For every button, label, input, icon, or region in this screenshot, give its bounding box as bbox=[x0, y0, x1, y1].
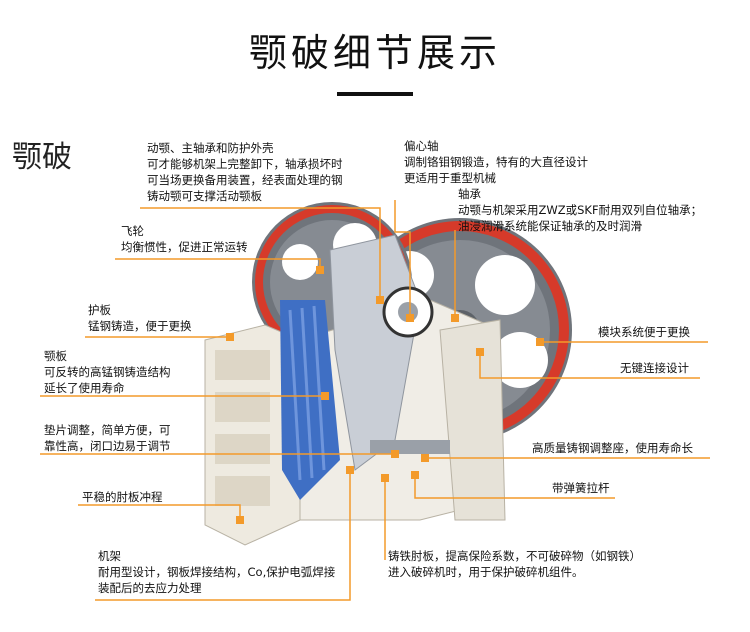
callout-guard-plate-text: 锰钢铸造，便于更换 bbox=[88, 319, 192, 333]
callout-shim-adjust: 垫片调整，简单方便，可 靠性高，闭口边易于调节 bbox=[44, 422, 171, 454]
callout-frame-title: 机架 bbox=[98, 549, 121, 563]
marker-adjust-seat bbox=[421, 454, 429, 462]
callout-flywheel: 飞轮 均衡惯性，促进正常运转 bbox=[121, 223, 248, 255]
callout-frame: 机架 耐用型设计，钢板焊接结构，Co,保护电弧焊接 装配后的去应力处理 bbox=[98, 548, 335, 596]
callout-moving-jaw: 动颚、主轴承和防护外壳 可才能够机架上完整卸下，轴承损坏时 可当场更换备用装置，… bbox=[147, 140, 343, 204]
marker-bearing bbox=[451, 314, 459, 322]
marker-toggle-plate bbox=[381, 474, 389, 482]
callout-moving-jaw-text: 动颚、主轴承和防护外壳 可才能够机架上完整卸下，轴承损坏时 可当场更换备用装置，… bbox=[147, 141, 343, 203]
marker-module bbox=[536, 338, 544, 346]
callout-frame-text: 耐用型设计，钢板焊接结构，Co,保护电弧焊接 装配后的去应力处理 bbox=[98, 565, 336, 595]
callout-module-system: 模块系统便于更换 bbox=[598, 324, 690, 340]
callout-adjust-seat: 高质量铸钢调整座，使用寿命长 bbox=[532, 440, 693, 456]
page-title: 颚破细节展示 bbox=[248, 31, 501, 75]
callout-eccentric-shaft: 偏心轴 调制铬钼钢锻造，特有的大直径设计 更适用于重型机械 bbox=[404, 138, 588, 186]
section-label: 颚破 bbox=[12, 140, 72, 175]
leader-lines bbox=[40, 200, 710, 601]
callout-eccentric-shaft-text: 调制铬钼钢锻造，特有的大直径设计 更适用于重型机械 bbox=[404, 155, 588, 185]
callout-adjust-seat-text: 高质量铸钢调整座，使用寿命长 bbox=[532, 441, 693, 455]
callout-eccentric-shaft-title: 偏心轴 bbox=[404, 139, 439, 153]
callout-module-system-text: 模块系统便于更换 bbox=[598, 325, 690, 339]
callout-jaw-plate-text: 可反转的高锰钢铸造结构 延长了使用寿命 bbox=[44, 365, 171, 395]
callout-guard-plate: 护板 锰钢铸造，便于更换 bbox=[88, 302, 192, 334]
marker-moving-jaw bbox=[376, 296, 384, 304]
marker-shim bbox=[391, 450, 399, 458]
callout-bearing-text: 动颚与机架采用ZWZ或SKF耐用双列自位轴承； 油浸润滑系统能保证轴承的及时润滑 bbox=[458, 203, 703, 233]
jaw-plate bbox=[280, 300, 340, 500]
callout-jaw-plate-title: 颚板 bbox=[44, 349, 67, 363]
callout-bearing: 轴承 动颚与机架采用ZWZ或SKF耐用双列自位轴承； 油浸润滑系统能保证轴承的及… bbox=[458, 186, 702, 234]
marker-toggle-stroke bbox=[236, 516, 244, 524]
callout-cast-iron-toggle-text: 铸铁肘板，提高保险系数，不可破碎物（如钢铁） 进入破碎机时，用于保护破碎机组件。 bbox=[388, 549, 641, 579]
callout-cast-iron-toggle: 铸铁肘板，提高保险系数，不可破碎物（如钢铁） 进入破碎机时，用于保护破碎机组件。 bbox=[388, 548, 641, 580]
callout-toggle-stroke: 平稳的肘板冲程 bbox=[82, 489, 163, 505]
marker-spring-rod bbox=[411, 471, 419, 479]
callout-spring-rod-text: 带弹簧拉杆 bbox=[552, 481, 610, 495]
callout-keyless-design-text: 无键连接设计 bbox=[620, 361, 689, 375]
title-underline bbox=[337, 92, 413, 96]
marker-flywheel bbox=[316, 266, 324, 274]
callout-flywheel-title: 飞轮 bbox=[121, 224, 144, 238]
callout-spring-rod: 带弹簧拉杆 bbox=[552, 480, 610, 496]
callout-keyless-design: 无键连接设计 bbox=[620, 360, 689, 376]
marker-frame bbox=[346, 466, 354, 474]
callout-bearing-title: 轴承 bbox=[458, 187, 481, 201]
marker-jaw-plate bbox=[321, 392, 329, 400]
marker-eccentric bbox=[406, 314, 414, 322]
callout-shim-adjust-text: 垫片调整，简单方便，可 靠性高，闭口边易于调节 bbox=[44, 423, 171, 453]
callout-jaw-plate: 颚板 可反转的高锰钢铸造结构 延长了使用寿命 bbox=[44, 348, 171, 396]
callout-flywheel-text: 均衡惯性，促进正常运转 bbox=[121, 240, 248, 254]
marker-keyless bbox=[476, 348, 484, 356]
callout-guard-plate-title: 护板 bbox=[88, 303, 111, 317]
marker-guard-plate bbox=[226, 333, 234, 341]
moving-jaw-assembly bbox=[329, 234, 450, 471]
callout-toggle-stroke-text: 平稳的肘板冲程 bbox=[82, 490, 163, 504]
